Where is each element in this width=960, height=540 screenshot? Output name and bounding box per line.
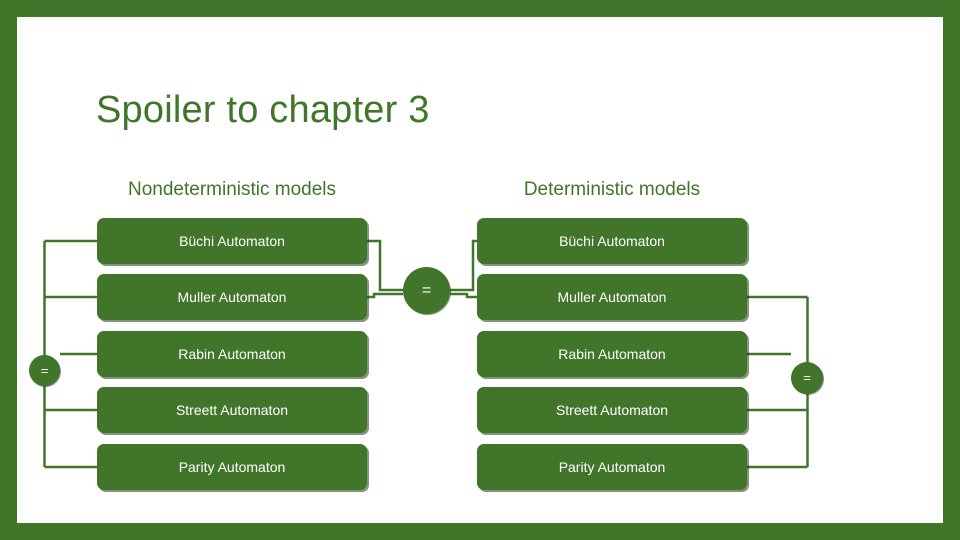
box-nondeterministic-streett[interactable]: Streett Automaton [97,387,367,433]
box-deterministic-streett[interactable]: Streett Automaton [477,387,747,433]
mid-connector-left-upper [367,239,403,292]
box-nondeterministic-rabin[interactable]: Rabin Automaton [97,331,367,377]
box-deterministic-parity[interactable]: Parity Automaton [477,444,747,490]
mid-connector-left-lower [367,292,403,299]
box-nondeterministic-parity[interactable]: Parity Automaton [97,444,367,490]
equality-badge-right: = [791,362,823,394]
slide-content-area: Spoiler to chapter 3 Nondeterministic mo… [17,17,943,523]
box-deterministic-muller[interactable]: Muller Automaton [477,274,747,320]
box-nondeterministic-buchi[interactable]: Büchi Automaton [97,218,367,264]
box-deterministic-buchi[interactable]: Büchi Automaton [477,218,747,264]
box-deterministic-rabin[interactable]: Rabin Automaton [477,331,747,377]
equality-badge-middle: = [403,267,450,314]
page-title: Spoiler to chapter 3 [96,89,430,131]
box-nondeterministic-muller[interactable]: Muller Automaton [97,274,367,320]
equality-badge-left: = [29,355,60,386]
column-header-nondeterministic: Nondeterministic models [127,179,337,200]
column-header-deterministic: Deterministic models [523,179,701,200]
